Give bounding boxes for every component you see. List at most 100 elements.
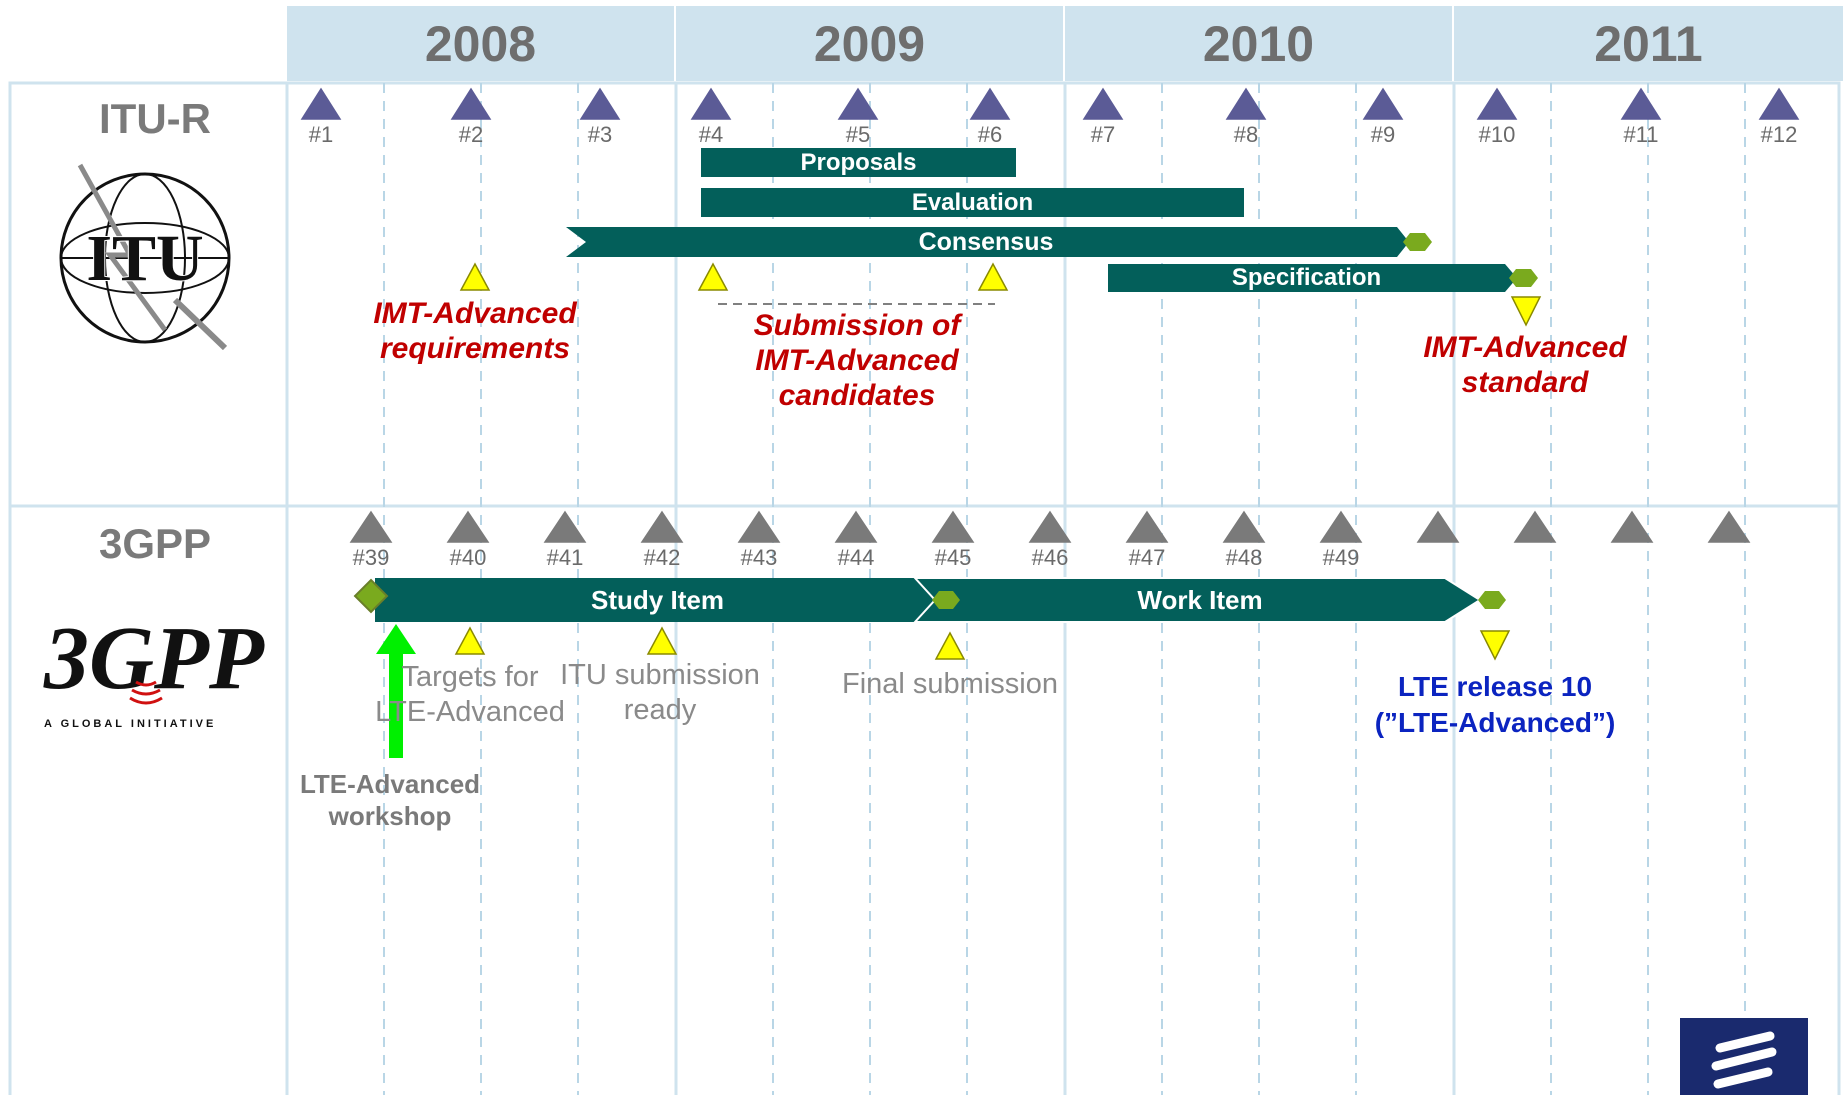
note-itu-submission-ready: ITU submission ready bbox=[550, 658, 770, 728]
year-label: 2011 bbox=[1594, 16, 1703, 72]
note-line: requirements bbox=[379, 332, 571, 365]
note-lte-advanced-workshop: LTE-Advanced workshop bbox=[290, 768, 490, 832]
gpp-meeting-label: #41 bbox=[546, 545, 584, 570]
gpp-meeting-marker bbox=[349, 510, 393, 543]
gpp-meeting-marker bbox=[931, 510, 975, 543]
itu-meeting-marker bbox=[450, 87, 492, 120]
gpp-meeting-label: #42 bbox=[643, 545, 681, 570]
itu-bar-consensus-shape bbox=[566, 227, 1409, 257]
gpp-bar-work-item: Work Item bbox=[1137, 585, 1263, 615]
year-band-2009 bbox=[676, 6, 1063, 81]
note-lte-release-10: LTE release 10 (”LTE-Advanced”) bbox=[1355, 669, 1635, 741]
itu-meeting-marker bbox=[837, 87, 879, 120]
itu-meeting-marker bbox=[690, 87, 732, 120]
itu-meeting-label: #7 bbox=[1090, 122, 1116, 147]
gpp-meeting-marker bbox=[1222, 510, 1266, 543]
itu-meeting-marker bbox=[1758, 87, 1800, 120]
itu-bar-evaluation: Evaluation bbox=[701, 188, 1244, 217]
itu-meeting-marker bbox=[1082, 87, 1124, 120]
year-label: 2009 bbox=[813, 16, 926, 72]
workshop-arrow bbox=[376, 624, 416, 758]
gpp-meeting-label: #43 bbox=[740, 545, 778, 570]
itu-logo: ITU bbox=[55, 160, 240, 351]
itu-meeting-marker bbox=[1620, 87, 1662, 120]
note-line: ITU submission bbox=[560, 659, 760, 691]
note-targets-lte-advanced: Targets for LTE-Advanced bbox=[360, 660, 580, 730]
itu-meeting-marker bbox=[300, 87, 342, 120]
itu-globe-icon: ITU bbox=[59, 163, 231, 351]
note-submission-candidates: Submission of IMT-Advanced candidates bbox=[722, 308, 992, 413]
note-line: standard bbox=[1461, 366, 1589, 399]
green-milestone-study bbox=[932, 591, 960, 609]
itu-meeting-label: #1 bbox=[308, 122, 334, 147]
note-line: candidates bbox=[778, 379, 936, 412]
yellow-marker-requirements bbox=[459, 262, 491, 291]
yellow-marker-submission-end bbox=[977, 262, 1009, 291]
note-final-submission: Final submission bbox=[842, 668, 1058, 700]
itu-logo-text: ITU bbox=[86, 222, 203, 295]
note-line: IMT-Advanced bbox=[373, 297, 577, 330]
itu-meeting-label: #10 bbox=[1478, 122, 1516, 147]
gpp-meeting-label: #49 bbox=[1322, 545, 1360, 570]
gpp-meeting-marker bbox=[1610, 510, 1654, 543]
itu-meeting-label: #3 bbox=[587, 122, 613, 147]
note-line: LTE-Advanced bbox=[299, 769, 481, 799]
year-band-2008 bbox=[287, 6, 674, 81]
3gpp-tagline: A GLOBAL INITIATIVE bbox=[44, 718, 217, 730]
yellow-marker-final-submission bbox=[934, 631, 966, 660]
itu-bar-specification-shape bbox=[1108, 264, 1517, 292]
gpp-meeting-marker bbox=[1125, 510, 1169, 543]
section-label-itu: ITU-R bbox=[99, 95, 211, 142]
3gpp-logo: 3GPP A GLOBAL INITIATIVE bbox=[40, 590, 270, 740]
note-line: workshop bbox=[328, 801, 452, 831]
gpp-meeting-marker bbox=[1513, 510, 1557, 543]
gpp-meeting-label: #46 bbox=[1031, 545, 1069, 570]
itu-meeting-marker bbox=[1476, 87, 1518, 120]
note-line: (”LTE-Advanced”) bbox=[1374, 707, 1616, 738]
note-line: LTE release 10 bbox=[1397, 671, 1593, 702]
itu-bar-proposals: Proposals bbox=[701, 148, 1016, 177]
note-line: Submission of bbox=[753, 309, 961, 342]
yellow-marker-release-10 bbox=[1479, 630, 1511, 661]
gpp-meeting-marker bbox=[834, 510, 878, 543]
note-imt-standard: IMT-Advanced standard bbox=[1405, 330, 1645, 400]
green-milestone-specification bbox=[1509, 269, 1538, 287]
note-line: LTE-Advanced bbox=[375, 696, 565, 728]
itu-bar-consensus: Consensus bbox=[918, 228, 1054, 256]
section-label-3gpp: 3GPP bbox=[98, 520, 212, 567]
gpp-meeting-label: #45 bbox=[934, 545, 972, 570]
gpp-meeting-marker bbox=[737, 510, 781, 543]
yellow-marker-imt-standard bbox=[1510, 296, 1542, 327]
gpp-meeting-label: #48 bbox=[1225, 545, 1263, 570]
itu-bar-specification: Specification bbox=[1231, 264, 1382, 291]
gpp-meeting-marker bbox=[1416, 510, 1460, 543]
yellow-marker-targets bbox=[454, 626, 486, 655]
year-label: 2010 bbox=[1202, 16, 1315, 72]
note-line: IMT-Advanced bbox=[1423, 331, 1627, 364]
gpp-meeting-marker bbox=[1707, 510, 1751, 543]
gpp-meeting-marker bbox=[1028, 510, 1072, 543]
gpp-meeting-marker bbox=[1319, 510, 1363, 543]
note-line: Targets for bbox=[401, 661, 539, 693]
year-band-2010 bbox=[1065, 6, 1452, 81]
green-milestone-work bbox=[1478, 591, 1506, 609]
yellow-marker-itu-ready bbox=[646, 626, 678, 655]
gpp-meeting-label: #40 bbox=[449, 545, 487, 570]
itu-meeting-label: #4 bbox=[698, 122, 724, 147]
itu-meeting-label: #8 bbox=[1233, 122, 1259, 147]
yellow-marker-submission-start bbox=[697, 262, 729, 291]
gpp-bar-study-item: Study Item bbox=[591, 585, 724, 615]
itu-meeting-label: #12 bbox=[1760, 122, 1798, 147]
note-line: ready bbox=[623, 694, 697, 726]
itu-meeting-label: #2 bbox=[458, 122, 484, 147]
note-imt-requirements: IMT-Advanced requirements bbox=[355, 296, 595, 366]
3gpp-logo-icon: 3GPP bbox=[43, 609, 265, 708]
itu-meeting-marker bbox=[1225, 87, 1267, 120]
green-diamond-start bbox=[353, 578, 389, 614]
ericsson-logo-icon bbox=[1711, 1031, 1777, 1089]
gpp-section-frame bbox=[8, 504, 1841, 1095]
green-milestone-consensus bbox=[1403, 233, 1432, 251]
